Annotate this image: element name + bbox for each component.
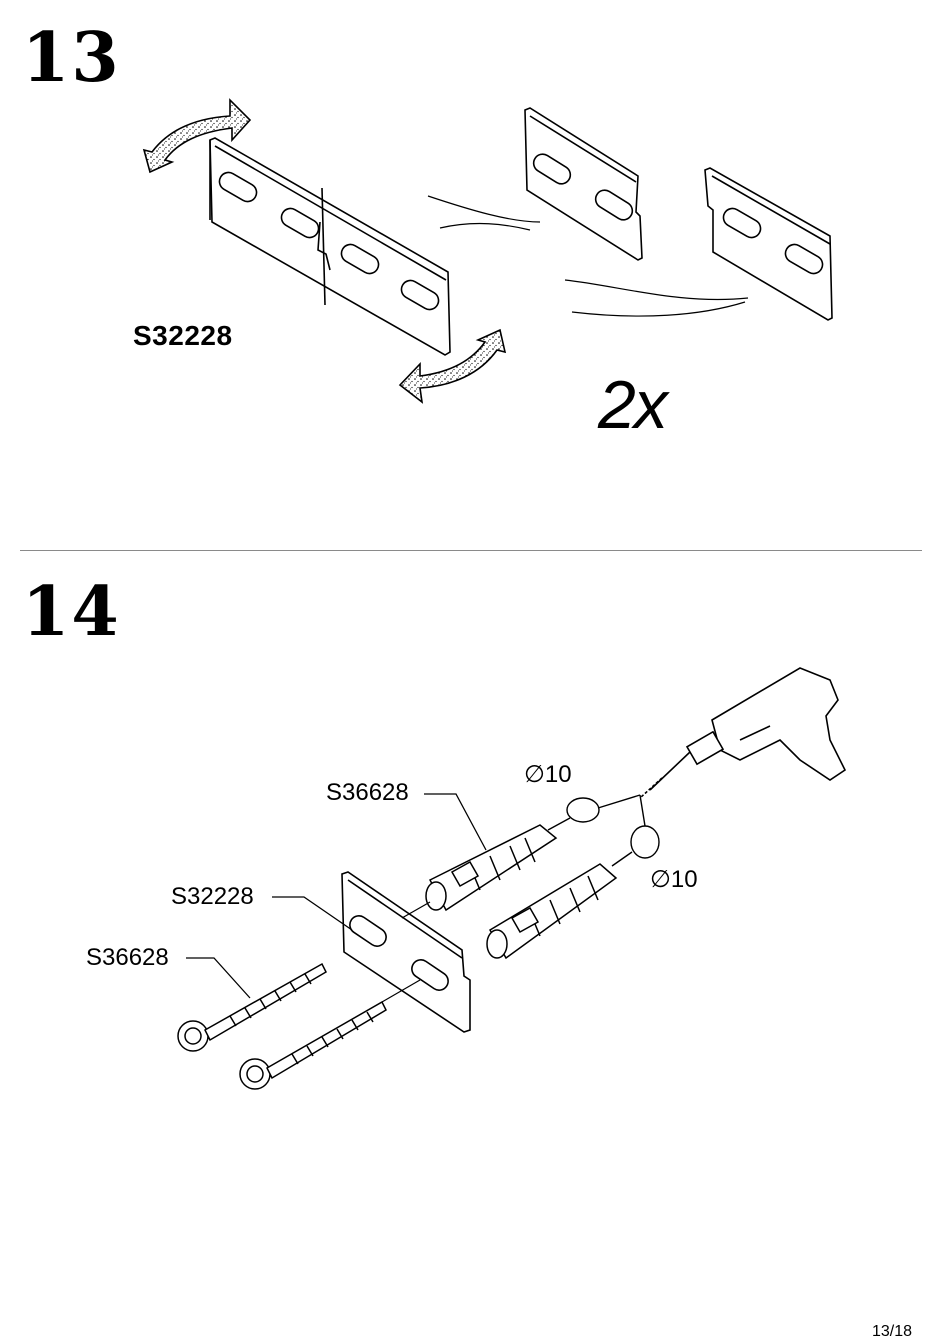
- wall-bracket-half: [705, 168, 832, 320]
- screw-label: S36628: [86, 944, 169, 972]
- wall-bracket-long: [210, 138, 450, 355]
- drill-icon: [640, 668, 845, 798]
- step-14-number: 14: [22, 578, 121, 646]
- bracket-label: S32228: [171, 883, 254, 911]
- wall-plug: [487, 864, 616, 958]
- screw: [240, 1002, 386, 1089]
- wall-plug-label: S36628: [326, 779, 409, 807]
- drill-diameter-label: ∅10: [524, 760, 572, 789]
- page-number: 13/18: [872, 1323, 912, 1341]
- wall-plug: [426, 825, 556, 910]
- quantity-label: 2x: [598, 366, 666, 444]
- bend-arrow-icon: [400, 330, 505, 402]
- drill-diameter-label: ∅10: [650, 865, 698, 894]
- wall-bracket-half: [525, 108, 642, 260]
- drill-guide: [548, 795, 659, 866]
- part-label-s32228: S32228: [133, 320, 233, 352]
- screw: [178, 964, 326, 1051]
- step-divider: [20, 550, 922, 551]
